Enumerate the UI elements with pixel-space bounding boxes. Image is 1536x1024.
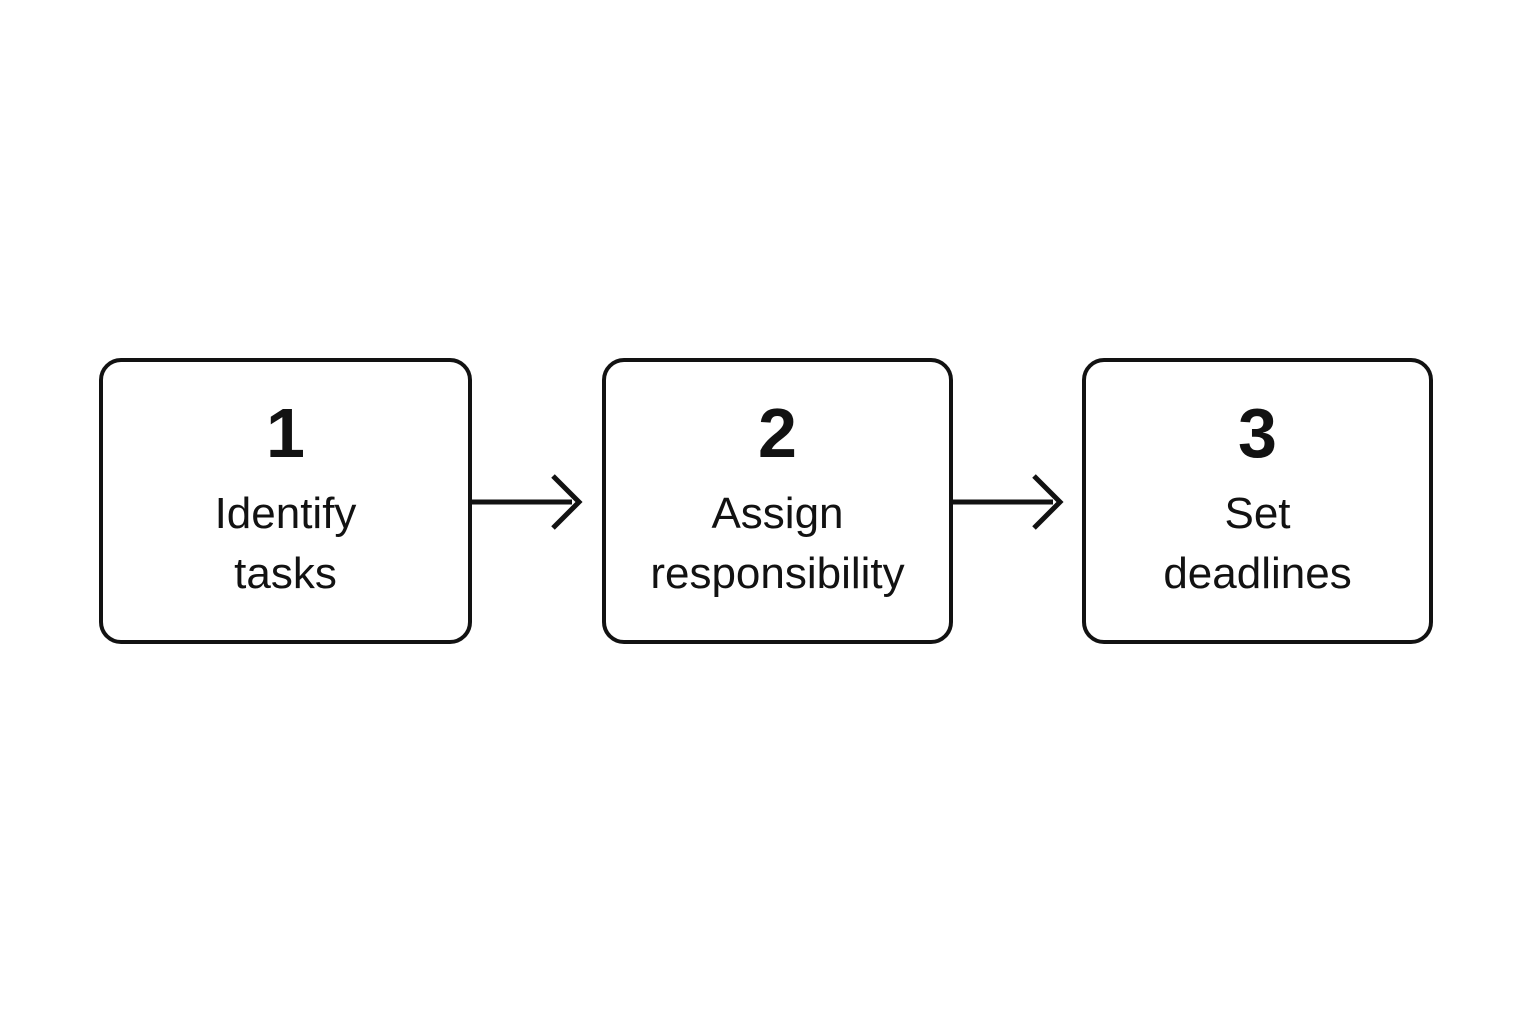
step-number: 1	[266, 394, 305, 473]
step-label: Set deadlines	[1163, 489, 1352, 598]
step-number: 2	[758, 394, 797, 473]
right-arrow-icon	[953, 474, 1064, 530]
step-label: Identify tasks	[214, 489, 357, 598]
step-label: Assign responsibility	[650, 489, 905, 598]
step-box-set-deadlines: 3 Set deadlines	[1082, 358, 1433, 644]
step-number: 3	[1238, 394, 1277, 473]
step-box-identify-tasks: 1 Identify tasks	[99, 358, 472, 644]
step-box-assign-responsibility: 2 Assign responsibility	[602, 358, 953, 644]
right-arrow-icon	[472, 474, 583, 530]
